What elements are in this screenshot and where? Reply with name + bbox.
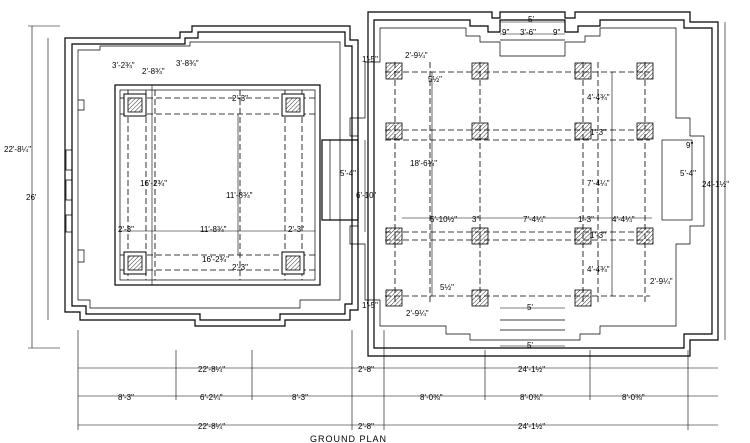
- dimension-labels: 22'-8¼" 26' 24'-1½" 5' 3'-6" 9" 9" 3'-2¾…: [4, 15, 729, 431]
- dim-row2-d: 8'-0⅜": [420, 393, 443, 402]
- dim-row3-a: 22'-8¼": [198, 422, 225, 431]
- dim-7-4: 7'-4¼": [523, 215, 546, 224]
- right-shrine-walls: [349, 11, 719, 357]
- dim-row1-a: 22'-8¼": [198, 365, 225, 374]
- dim-3-in: 3": [472, 215, 479, 224]
- dim-5-10: 5'-10½": [430, 215, 457, 224]
- dim-row2-e: 8'-0⅜": [520, 393, 543, 402]
- dim-2-9-bot: 2'-9¼": [406, 309, 429, 318]
- dim-16-2-vert: 16'-2¾": [140, 179, 167, 188]
- dim-row2-a: 8'-3": [118, 393, 134, 402]
- dim-2-9-right: 2'-9¼": [650, 277, 673, 286]
- dim-18-6: 18'-6¾": [410, 159, 437, 168]
- dim-row1-c: 24'-1½": [518, 365, 545, 374]
- dim-top-5: 5': [528, 15, 534, 24]
- dim-row1-b: 2'-8": [358, 365, 374, 374]
- dim-overall-height-outer: 26': [26, 193, 37, 202]
- drawing-title: GROUND PLAN: [310, 434, 387, 443]
- dim-4-4-h: 4'-4¼": [612, 215, 635, 224]
- dim-6-10: 6'-10": [356, 191, 377, 200]
- dim-row2-b: 6'-2¼": [200, 393, 223, 402]
- dim-top-3-6: 3'-6": [520, 28, 536, 37]
- dim-overall-height-left: 22'-8¼": [4, 145, 31, 154]
- left-hall-pillars: [123, 93, 305, 275]
- dimension-lines: [28, 21, 726, 430]
- dim-9-right: 9": [686, 141, 693, 150]
- dim-11-8-vert: 11'-8¾": [226, 191, 253, 200]
- dim-2-3-left: 2'-3": [118, 225, 134, 234]
- dim-top-9a: 9": [502, 28, 509, 37]
- dim-16-2-h: 16'-2¾": [202, 255, 229, 264]
- dim-bot-5a: 5': [527, 303, 533, 312]
- dim-3-2: 3'-2¾": [112, 61, 135, 70]
- dim-3-8: 3'-8¾": [176, 59, 199, 68]
- dim-2-9-top: 2'-9¼": [405, 51, 428, 60]
- dim-11-8-h: 11'-8¾": [200, 225, 227, 234]
- dim-row2-c: 8'-3": [292, 393, 308, 402]
- dim-row3-c: 24'-1½": [518, 422, 545, 431]
- dim-4-4-v2: 4'-4¾": [587, 265, 610, 274]
- right-shrine-grid: [385, 62, 650, 305]
- dim-overall-height-right: 24'-1½": [702, 180, 729, 189]
- dim-5-half-top: 5½": [428, 75, 442, 84]
- dim-row3-b: 2'-8": [358, 422, 374, 431]
- dim-2-3-top: 2'-3": [232, 94, 248, 103]
- dim-5-half-bot: 5½": [440, 283, 454, 292]
- dim-4-4-v1: 4'-4¾": [587, 93, 610, 102]
- dim-2-3-bot: 2'-3": [232, 263, 248, 272]
- dim-row2-f: 8'-0⅜": [622, 393, 645, 402]
- dim-1-3: 1'-3": [578, 215, 594, 224]
- dim-5-4-right: 5'-4": [680, 169, 696, 178]
- dim-1-3-v1: 1'-3": [590, 128, 606, 137]
- left-hall-walls: [64, 25, 359, 327]
- dim-2-8: 2'-8¾": [142, 67, 165, 76]
- right-shrine-pillars: [385, 62, 654, 307]
- dim-top-9b: 9": [553, 28, 560, 37]
- dim-2-3-right: 2'-3": [288, 225, 304, 234]
- dim-1-3-v2: 1'-3": [590, 231, 606, 240]
- dim-5-4-left: 5'-4": [340, 169, 356, 178]
- dim-bot-5b: 5': [527, 341, 533, 350]
- dim-7-4-v: 7'-4¼": [587, 179, 610, 188]
- dim-1-5-bot: 1'-5": [362, 301, 378, 310]
- dim-1-5-top: 1'-5": [362, 55, 378, 64]
